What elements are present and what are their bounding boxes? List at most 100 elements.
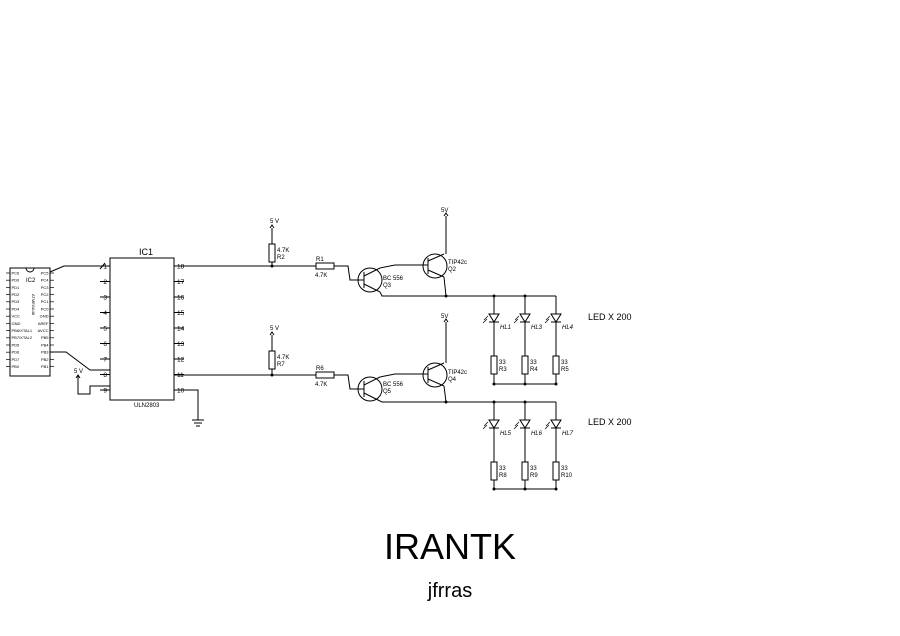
ic1-pin-number: 6 [103,341,107,348]
led-hl7 [550,419,562,429]
led-hl1 [488,313,500,323]
r8-ref: R8 [499,473,507,479]
led-hl6 [519,419,531,429]
r7-supply-label: 5 V [270,326,279,332]
ic1-pin-number: 10 [177,388,185,395]
ic2-pin-label: PD2 [12,292,21,297]
ic1-pin-number: 18 [177,264,185,271]
led-hl4 [550,313,562,323]
ic1-pin-number: 3 [103,295,107,302]
resistor-r5 [552,355,560,375]
q3-part: BC 556 [383,276,404,282]
q3-ref: Q3 [383,283,392,289]
ic2-pin-label: PC4 [41,278,50,283]
ic1-pin-number: 17 [177,279,185,286]
ic2-ref-label: IC2 [26,278,36,284]
transistor-q4 [422,362,448,388]
q4-part: TIP42c [448,370,467,376]
q2-supply-label: 5V [441,208,448,214]
ic1-pin-number: 5 [103,326,107,333]
ic1-pin-number: 2 [103,279,107,286]
ic1-pin-number: 16 [177,295,185,302]
r6-ref: R6 [316,366,324,372]
ic1-pin-number: 7 [103,357,107,364]
q2-ref: Q2 [448,267,457,273]
ic2-pin-label: PC1 [41,299,50,304]
ic2-pin-label: AREF [38,321,49,326]
r3-value: 33 [499,360,506,366]
led-column-2: HL3 33 R4 [513,296,543,384]
ic-supply-label: 5 V [74,369,83,375]
ground-symbol [174,389,204,427]
hl3-label: HL3 [531,325,543,331]
resistor-r7 [268,350,276,370]
r7-ref: R7 [277,362,285,368]
ic2-pin-label: PB4 [41,342,49,347]
r5-value: 33 [561,360,568,366]
r3-ref: R3 [499,367,507,373]
r1-ref: R1 [316,257,324,263]
ic2-part-label: ATMEGA48 [31,294,36,316]
ic-supply: 5 V [74,369,83,379]
ic1-pin-number: 9 [103,388,107,395]
ic2-pin-label: PB3 [41,350,49,355]
ic2-pin-label: PD7 [12,357,21,362]
ic2-pin-label: PC2 [41,292,50,297]
led-column-4: HL5 33 R8 [482,402,512,489]
q5-ref: Q5 [383,389,392,395]
r2-supply-label: 5 V [270,219,279,225]
led-bank-top: HL1 33 R3 HL3 33 R4 HL4 33 R5 [482,294,632,386]
ic2-pin-label: PD0 [12,278,21,283]
r10-ref: R10 [561,473,573,479]
ic2-pin-label: PC3 [41,285,50,290]
lower-channel: 5 V 4.7K R7 R6 4.7K BC 556 Q5 5V TIP42c … [174,314,556,404]
hl7-label: HL7 [562,431,574,437]
r10-value: 33 [561,466,568,472]
r9-value: 33 [530,466,537,472]
ic2-pin-label: VCC [12,314,21,319]
led-note-top: LED X 200 [588,312,632,322]
led-column-3: HL4 33 R5 [544,296,574,384]
ic2-pin-label: PB1 [41,364,49,369]
ic2-pin-label: PD5 [12,342,21,347]
ic1-pin-number: 14 [177,326,185,333]
ic2-pin-label: PB0 [12,364,20,369]
hl6-label: HL6 [531,431,543,437]
ic2-pin-label: PB5 [41,335,49,340]
ic2-pin-label: PD4 [12,306,21,311]
ic2-pin-label: PC5 [41,270,50,275]
hl4-label: HL4 [562,325,574,331]
r9-ref: R9 [530,473,538,479]
led-bank-bottom: HL5 33 R8 HL6 33 R9 HL7 33 R10 [482,400,632,491]
hl5-label: HL5 [500,431,512,437]
r8-value: 33 [499,466,506,472]
resistor-r1 [315,262,335,270]
ic1-pin-number: 4 [103,310,107,317]
r5-ref: R5 [561,367,569,373]
ic2-microcontroller: PC6PD0PD1PD2PD3PD4VCCGNDPB6/XTAL1PB7/XTA… [6,267,54,377]
ic2-pin-label: PD6 [12,350,21,355]
led-note-bottom: LED X 200 [588,417,632,427]
q4-supply-label: 5V [441,314,448,320]
r2-ref: R2 [277,255,285,261]
ic1-pin-number: 15 [177,310,185,317]
author-label: jfrras [427,580,473,602]
ic2-pin-label: PB6/XTAL1 [12,328,33,333]
resistor-r10 [552,461,560,481]
r6-value: 4.7K [315,382,327,388]
ic1-pin-number: 8 [103,372,107,379]
resistor-r8 [490,461,498,481]
ic2-pin-label: PD3 [12,299,21,304]
led-column-6: HL7 33 R10 [544,402,574,489]
q4-ref: Q4 [448,377,457,383]
r1-value: 4.7K [315,273,327,279]
ic2-pin-label: PC0 [41,306,50,311]
resistor-r3 [490,355,498,375]
resistor-r9 [521,461,529,481]
q5-part: BC 556 [383,382,404,388]
ic2-pin-label: GND [12,321,21,326]
led-hl3 [519,313,531,323]
ic1-part-label: ULN2803 [134,403,160,409]
